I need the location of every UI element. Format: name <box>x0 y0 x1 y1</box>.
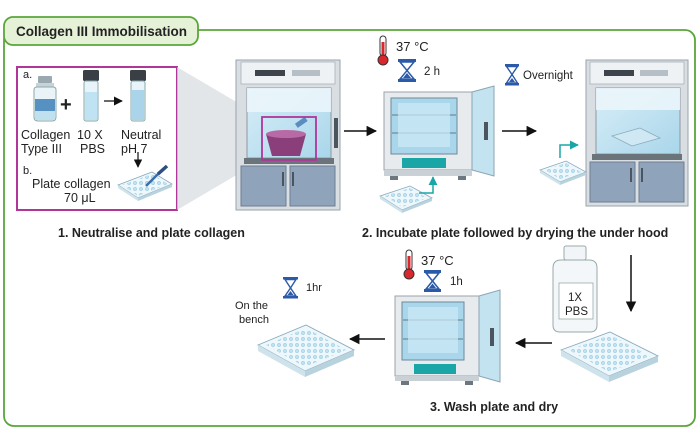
plus-sign: + <box>60 94 72 116</box>
fume-hood-1-icon <box>235 59 341 211</box>
label-b: b. <box>23 165 32 177</box>
title-tab <box>3 16 199 46</box>
overnight-label: Overnight <box>523 70 574 82</box>
incubator-2-icon <box>394 289 501 385</box>
step3-duration: 1h <box>450 276 463 288</box>
thermometer-icon <box>377 35 389 66</box>
well-plate-2-icon <box>379 185 433 213</box>
step1-caption: 1. Neutralise and plate collagen <box>58 226 245 240</box>
hourglass-icon <box>398 59 416 82</box>
overnight-hourglass-icon <box>505 64 519 86</box>
bottle-label-1: 1X <box>568 292 582 304</box>
plate-collagen-label-2: 70 μL <box>64 191 96 205</box>
step2-duration: 2 h <box>424 66 440 78</box>
well-plate-bench-icon <box>256 324 356 377</box>
thermometer-2-icon <box>403 249 415 280</box>
fume-hood-2-icon <box>585 59 689 207</box>
well-plate-wash-icon <box>559 331 660 382</box>
bench-duration: 1hr <box>306 282 322 294</box>
well-plate-small-icon <box>117 171 173 201</box>
zoom-wedge <box>177 67 262 210</box>
bench-label-1: On the <box>235 300 268 312</box>
teal-arrow-into-incubator <box>419 176 438 194</box>
incubator-1-icon <box>383 85 495 180</box>
step2-caption: 2. Incubate plate followed by drying the… <box>362 226 668 240</box>
neutral-label-2: pH 7 <box>121 142 147 156</box>
pipette-icon <box>145 164 169 187</box>
outer-frame <box>3 29 696 427</box>
well-plate-3-icon <box>539 160 587 185</box>
hourglass-2-icon <box>424 270 441 292</box>
pbs-label-2: PBS <box>80 142 105 156</box>
bottle-label-2: PBS <box>565 306 588 318</box>
plate-collagen-label-1: Plate collagen <box>32 177 111 191</box>
fume-hood-1-highlight <box>261 116 317 161</box>
step3-temperature: 37 °C <box>421 253 454 268</box>
pbs-bottle-icon <box>552 245 598 333</box>
step3-caption: 3. Wash plate and dry <box>430 400 558 414</box>
neutral-label-1: Neutral <box>121 128 161 142</box>
bench-label-2: bench <box>239 314 269 326</box>
pbs-label-1: 10 X <box>77 128 103 142</box>
pbs-tube-icon <box>83 70 99 122</box>
hourglass-3-icon <box>283 277 298 299</box>
teal-arrow-into-hood <box>559 140 579 158</box>
collagen-vial-icon <box>33 76 57 122</box>
step2-temperature: 37 °C <box>396 39 429 54</box>
collagen-label-2: Type III <box>21 142 62 156</box>
neutral-tube-icon <box>130 70 146 122</box>
collagen-label-1: Collagen <box>21 128 70 142</box>
label-a: a. <box>23 69 32 81</box>
title-text: Collagen III Immobilisation <box>16 24 187 39</box>
